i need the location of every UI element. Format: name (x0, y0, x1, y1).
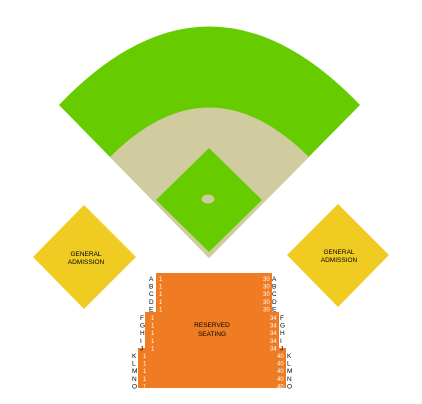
seat-last-row-k: 40 (277, 354, 284, 360)
seat-first-row-j: 1 (151, 346, 155, 352)
row-label-left-k: K (132, 353, 137, 360)
row-label-left-c: C (149, 291, 154, 298)
row-label-right-b: B (272, 284, 276, 291)
seat-last-row-i: 34 (270, 339, 277, 345)
seat-first-row-a: 1 (159, 277, 163, 283)
row-label-right-f: F (280, 315, 284, 322)
seat-first-row-k: 1 (143, 354, 147, 360)
seat-last-row-m: 40 (277, 369, 284, 375)
row-label-right-l: L (287, 361, 291, 368)
seat-first-row-i: 1 (151, 339, 155, 345)
row-label-left-i: I (140, 338, 142, 345)
row-label-left-n: N (132, 376, 137, 383)
seat-first-row-h: 1 (151, 331, 155, 337)
row-label-right-n: N (287, 376, 292, 383)
reserved-seating-label-line1: RESERVED (194, 322, 230, 329)
general-admission-right-area[interactable] (287, 204, 389, 307)
row-label-right-j: J (280, 345, 283, 352)
general-admission-left-section[interactable]: GENERAL ADMISSION (33, 205, 136, 309)
row-label-left-f: F (140, 315, 144, 322)
seat-last-row-l: 40 (277, 362, 284, 368)
seat-first-row-b: 1 (159, 285, 163, 291)
general-admission-left-label-line2: ADMISSION (68, 259, 105, 266)
seat-last-row-e: 30 (263, 307, 270, 313)
row-label-left-j: J (140, 345, 143, 352)
row-label-right-i: I (280, 338, 282, 345)
seat-last-row-o: 40 (277, 384, 284, 390)
seat-last-row-f: 34 (270, 316, 277, 322)
seat-first-row-d: 1 (159, 300, 163, 306)
seat-last-row-d: 30 (263, 300, 270, 306)
seat-last-row-h: 34 (270, 331, 277, 337)
general-admission-left-label-line1: GENERAL (70, 251, 101, 258)
row-label-left-d: D (149, 299, 154, 306)
seat-first-row-l: 1 (143, 362, 147, 368)
row-label-right-o: O (287, 383, 292, 390)
seat-first-row-c: 1 (159, 292, 163, 298)
seat-last-row-b: 30 (263, 285, 270, 291)
seat-first-row-o: 1 (143, 384, 147, 390)
row-label-left-m: M (132, 368, 137, 375)
row-label-right-h: H (280, 330, 285, 337)
row-label-right-k: K (287, 353, 292, 360)
reserved-seating-area[interactable] (138, 273, 286, 388)
seat-first-row-m: 1 (143, 369, 147, 375)
general-admission-left-area[interactable] (33, 205, 136, 309)
row-label-left-e: E (149, 306, 154, 313)
row-label-left-a: A (149, 276, 154, 283)
row-label-right-d: D (272, 299, 277, 306)
row-label-right-a: A (272, 276, 277, 283)
row-label-left-h: H (140, 330, 145, 337)
seat-last-row-j: 34 (270, 346, 277, 352)
reserved-seating-label-line2: SEATING (198, 331, 226, 338)
row-label-right-m: M (287, 368, 292, 375)
seat-first-row-n: 1 (143, 377, 147, 383)
row-label-right-c: C (272, 291, 277, 298)
row-label-left-o: O (132, 383, 137, 390)
pitchers-mound (201, 194, 215, 204)
seat-last-row-c: 30 (263, 292, 270, 298)
general-admission-right-label-line1: GENERAL (323, 249, 354, 256)
row-label-left-l: L (132, 361, 136, 368)
row-label-left-g: G (140, 323, 145, 330)
seat-last-row-a: 30 (263, 277, 270, 283)
row-label-right-e: E (272, 306, 277, 313)
seat-first-row-e: 1 (159, 307, 163, 313)
reserved-seating-section[interactable]: RESERVED SEATING (138, 273, 286, 388)
row-label-left-b: B (149, 284, 153, 291)
general-admission-right-label-line2: ADMISSION (321, 257, 358, 264)
seat-last-row-n: 40 (277, 377, 284, 383)
seat-last-row-g: 34 (270, 324, 277, 330)
general-admission-right-section[interactable]: GENERAL ADMISSION (287, 204, 389, 307)
row-label-right-g: G (280, 323, 285, 330)
seat-first-row-f: 1 (151, 316, 155, 322)
seat-first-row-g: 1 (151, 324, 155, 330)
